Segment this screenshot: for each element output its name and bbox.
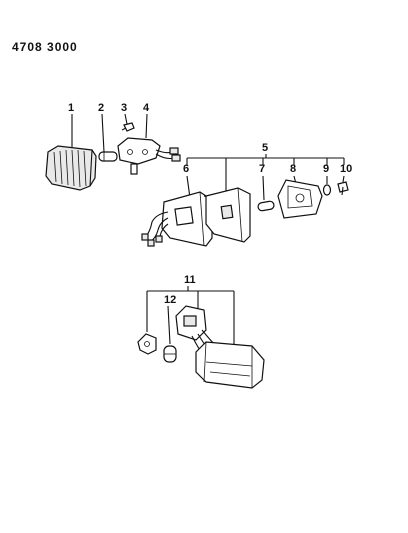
callout-8[interactable]: 8: [290, 163, 296, 175]
leader-lines-bottom: [146, 286, 235, 352]
callout-11[interactable]: 11: [184, 274, 196, 286]
callout-4[interactable]: 4: [143, 102, 150, 114]
callout-7[interactable]: 7: [259, 163, 265, 175]
callout-3[interactable]: 3: [121, 102, 127, 114]
part-7-bulb: [257, 200, 275, 212]
part-9-washer: [322, 184, 332, 196]
callout-6[interactable]: 6: [183, 163, 189, 175]
callout-2[interactable]: 2: [98, 102, 104, 114]
callout-10[interactable]: 10: [340, 163, 352, 175]
callout-12[interactable]: 12: [164, 294, 176, 306]
part-1-lamp-lens: [45, 145, 97, 191]
part-2-bulb: [98, 151, 118, 162]
part-10-screw: [337, 181, 349, 196]
part-4-socket-harness: [117, 137, 181, 175]
part-11-socket: [137, 333, 157, 355]
part-8-lens-cover: [277, 179, 323, 219]
callout-9[interactable]: 9: [323, 163, 329, 175]
part-3-screw: [121, 122, 135, 132]
callout-1[interactable]: 1: [68, 102, 74, 114]
part-5-lamp-assembly: [205, 187, 251, 243]
part-12-bulb: [163, 345, 177, 363]
part-11-lamp-assembly: [175, 305, 265, 389]
part-6-lamp-base: [141, 191, 219, 247]
callout-5[interactable]: 5: [262, 142, 268, 154]
diagram-code: 4708 3000: [12, 40, 78, 54]
